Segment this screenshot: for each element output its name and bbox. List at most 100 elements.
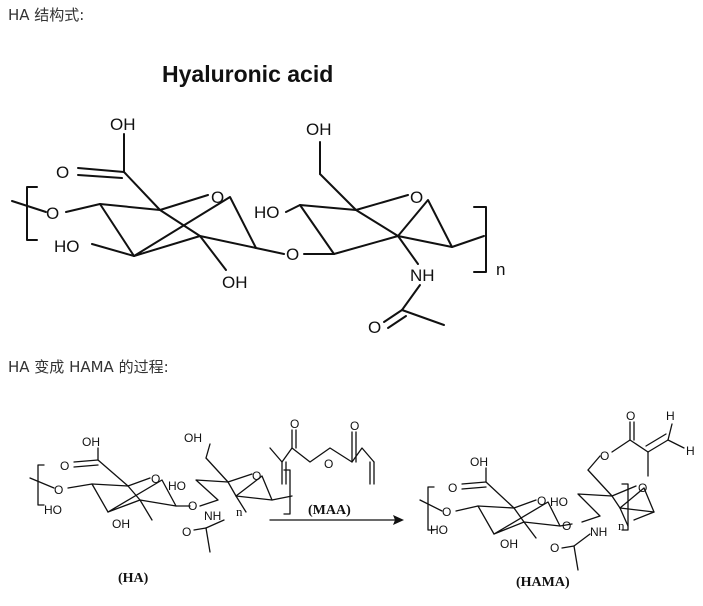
reaction-hama: OH O O O HO OH O HO O O O H H NH O n (HA…	[419, 409, 695, 590]
hyaluronic-acid-structure: Hyaluronic acid	[11, 61, 505, 337]
hama-bond-nh	[619, 507, 629, 527]
hama-atom-ring2-o: O	[638, 481, 647, 495]
hama-bond-o-link	[559, 523, 573, 527]
ha-label: (HA)	[118, 571, 149, 586]
hama-atom-o-link: O	[562, 519, 571, 533]
hama-bond-co-1	[461, 481, 487, 485]
atom-glycosidic-o: O	[286, 245, 299, 264]
ha-ring-2	[195, 473, 273, 507]
hama-ring-1-edge	[477, 505, 495, 535]
ring-2-bottom	[333, 235, 399, 255]
hama-bond-h-right	[667, 439, 685, 449]
ha-atom-o-left: O	[54, 483, 63, 497]
bond-acyl-o-1	[383, 309, 403, 323]
ha-bracket-left	[37, 464, 45, 506]
ha-bond-ch2	[205, 457, 229, 483]
hama-bond-carboxyl	[485, 481, 515, 509]
ha-bond-nh	[235, 495, 247, 513]
ha-bond-acyl-o	[193, 527, 207, 531]
ring-1-left-edge	[99, 203, 135, 257]
ha-ring-1-edge	[91, 483, 109, 513]
reaction-maa: O O O (MAA)	[269, 417, 404, 525]
hama-bond-vinyl-2	[645, 433, 667, 447]
reaction-arrow-head	[393, 515, 404, 525]
hama-atom-o-ester: O	[600, 449, 609, 463]
ring-1	[99, 194, 257, 257]
hama-atom-ho-ring2: HO	[550, 495, 568, 509]
hama-bond-acyl-o	[561, 545, 575, 549]
ha-atom-ring1-o: O	[151, 472, 160, 486]
ha-ring-2-inner	[227, 481, 237, 497]
atom-ring2-o: O	[410, 188, 423, 207]
ha-atom-ho: HO	[44, 503, 62, 517]
atom-n-repeat: n	[496, 260, 505, 279]
repeat-bracket-right	[473, 206, 487, 273]
bond-acyl-o-2	[387, 315, 407, 329]
ha-bond-left	[29, 477, 55, 489]
ring-2	[299, 194, 453, 255]
ha-bond-methyl	[205, 527, 211, 553]
atom-o-acetyl: O	[368, 318, 381, 337]
hama-bond-ch2-o	[587, 455, 601, 471]
hama-atom-o-acetyl: O	[550, 541, 559, 555]
bond-c3-ho	[91, 243, 135, 257]
ring-2-inner	[355, 209, 399, 237]
bond-nh-c	[401, 284, 421, 311]
bond-c1-o	[255, 247, 285, 255]
hama-bond-acyl-methyl	[573, 545, 579, 571]
ha-bond-acyl	[205, 519, 225, 529]
bond-right-end	[451, 235, 485, 248]
ha-bond-co-1	[73, 459, 99, 463]
reaction-ha: OH O O O HO OH O OH HO O NH O n (HA)	[29, 431, 293, 586]
hama-bond-ester	[611, 439, 631, 453]
hama-ring-1-inner	[513, 507, 525, 523]
hama-atom-nh: NH	[590, 525, 607, 539]
bond-c5-ch2	[319, 173, 357, 211]
hama-atom-o-left: O	[442, 505, 451, 519]
ha-atom-oh-top: OH	[184, 431, 202, 445]
hama-atom-o-carbonyl: O	[448, 481, 457, 495]
ha-atom-nh: NH	[204, 509, 221, 523]
maa-atom-o-1: O	[290, 417, 299, 431]
ha-bond-oh	[139, 499, 153, 521]
hama-atom-h-top: H	[666, 409, 675, 423]
ha-bond-ch2oh	[205, 443, 211, 459]
atom-ring1-o: O	[211, 188, 224, 207]
hama-atom-h-right: H	[686, 444, 695, 458]
caption-ha-to-hama: HA 变成 HAMA 的过程:	[8, 358, 169, 376]
ha-bracket-right	[283, 469, 291, 515]
maa-atom-o-bridge: O	[324, 457, 333, 471]
ring-1-inner	[159, 209, 201, 237]
hama-ring-2-inner	[611, 495, 621, 509]
hama-bond-co-2	[461, 486, 487, 490]
hama-bond-alpha	[629, 439, 649, 453]
bond-c-methyl	[401, 309, 445, 326]
hama-bond-h-top	[667, 423, 673, 441]
bond-c4-ho	[285, 204, 301, 213]
ha-bond-carboxyl	[97, 459, 129, 487]
ha-atom-ho-ring2: HO	[168, 479, 186, 493]
atom-ho-left: HO	[54, 237, 80, 256]
bond-carbonyl-1	[77, 167, 125, 173]
hama-label: (HAMA)	[516, 575, 570, 590]
ha-atom-n: n	[236, 504, 243, 519]
maa-backbone	[269, 447, 375, 463]
maa-label: (MAA)	[308, 503, 351, 518]
hama-ring-2	[577, 485, 655, 523]
hama-bond-right	[633, 511, 655, 521]
bond-c2-nh	[397, 235, 419, 265]
atom-o-carbonyl: O	[56, 163, 69, 182]
hama-bond-left	[419, 499, 443, 512]
ha-atom-oh-bottom: OH	[112, 517, 130, 531]
bond-c2-oh	[199, 235, 227, 271]
hama-atom-n: n	[618, 518, 625, 533]
atom-o-left: O	[46, 204, 59, 223]
bond-o-c4	[65, 203, 101, 213]
hama-atom-oh-bottom: OH	[500, 537, 518, 551]
ha-atom-oh: OH	[82, 435, 100, 449]
atom-ho-ring2: HO	[254, 203, 280, 222]
bond-c5-carboxyl	[123, 171, 161, 211]
hama-atom-o-carbonyl-ester: O	[626, 409, 635, 423]
hama-atom-oh: OH	[470, 455, 488, 469]
